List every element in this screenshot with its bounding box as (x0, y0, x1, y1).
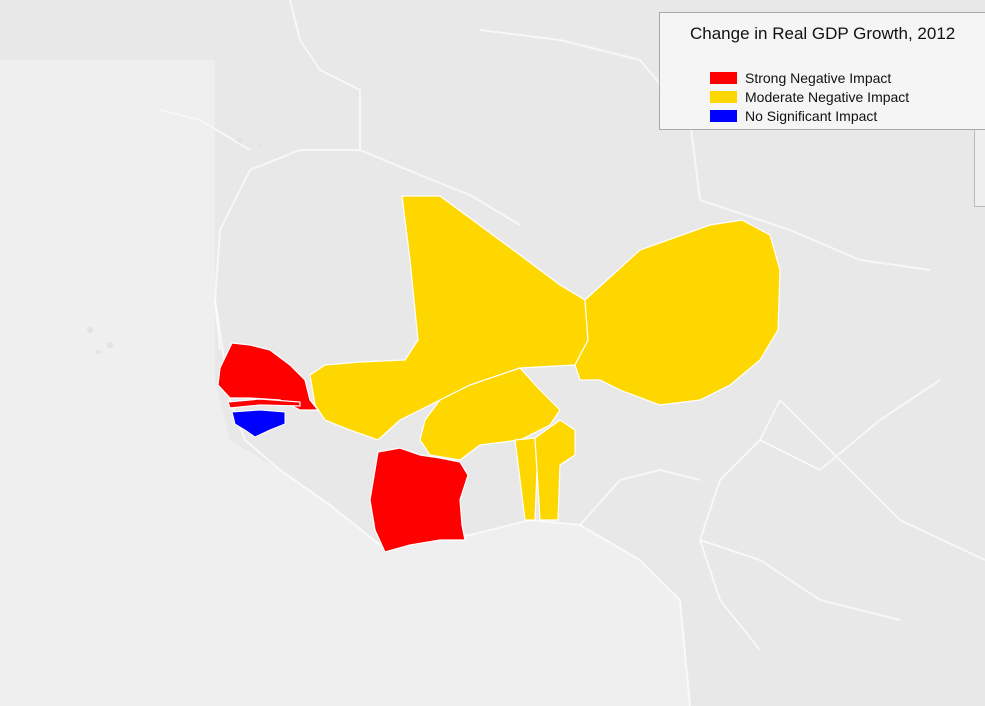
moderate-impact-regions (309, 195, 781, 521)
region-gambia-strip (227, 398, 301, 409)
islands (87, 137, 262, 354)
legend-swatch-none (710, 110, 737, 122)
region-niger (574, 219, 781, 406)
region-mali (309, 195, 589, 441)
region-senegal (217, 342, 320, 411)
legend-swatch-moderate (710, 91, 737, 103)
sea-area (0, 60, 690, 706)
region-benin (534, 419, 576, 521)
region-cote-divoire (369, 447, 469, 553)
legend-label-moderate: Moderate Negative Impact (745, 89, 910, 105)
strong-impact-regions (217, 342, 469, 553)
legend-title: Change in Real GDP Growth, 2012 (690, 24, 956, 43)
no-impact-regions (231, 409, 286, 438)
map-nav-widget[interactable] (974, 130, 985, 207)
legend-item-moderate: Moderate Negative Impact (710, 88, 909, 106)
legend-label-none: No Significant Impact (745, 108, 878, 124)
legend-label-strong: Strong Negative Impact (745, 70, 892, 86)
legend-swatch-strong (710, 72, 737, 84)
region-guinea-bissau (231, 409, 286, 438)
map-legend: Change in Real GDP Growth, 2012 Strong N… (659, 12, 985, 130)
base-map-borders (159, 0, 985, 651)
legend-item-strong: Strong Negative Impact (710, 69, 891, 87)
legend-item-none: No Significant Impact (710, 107, 877, 125)
